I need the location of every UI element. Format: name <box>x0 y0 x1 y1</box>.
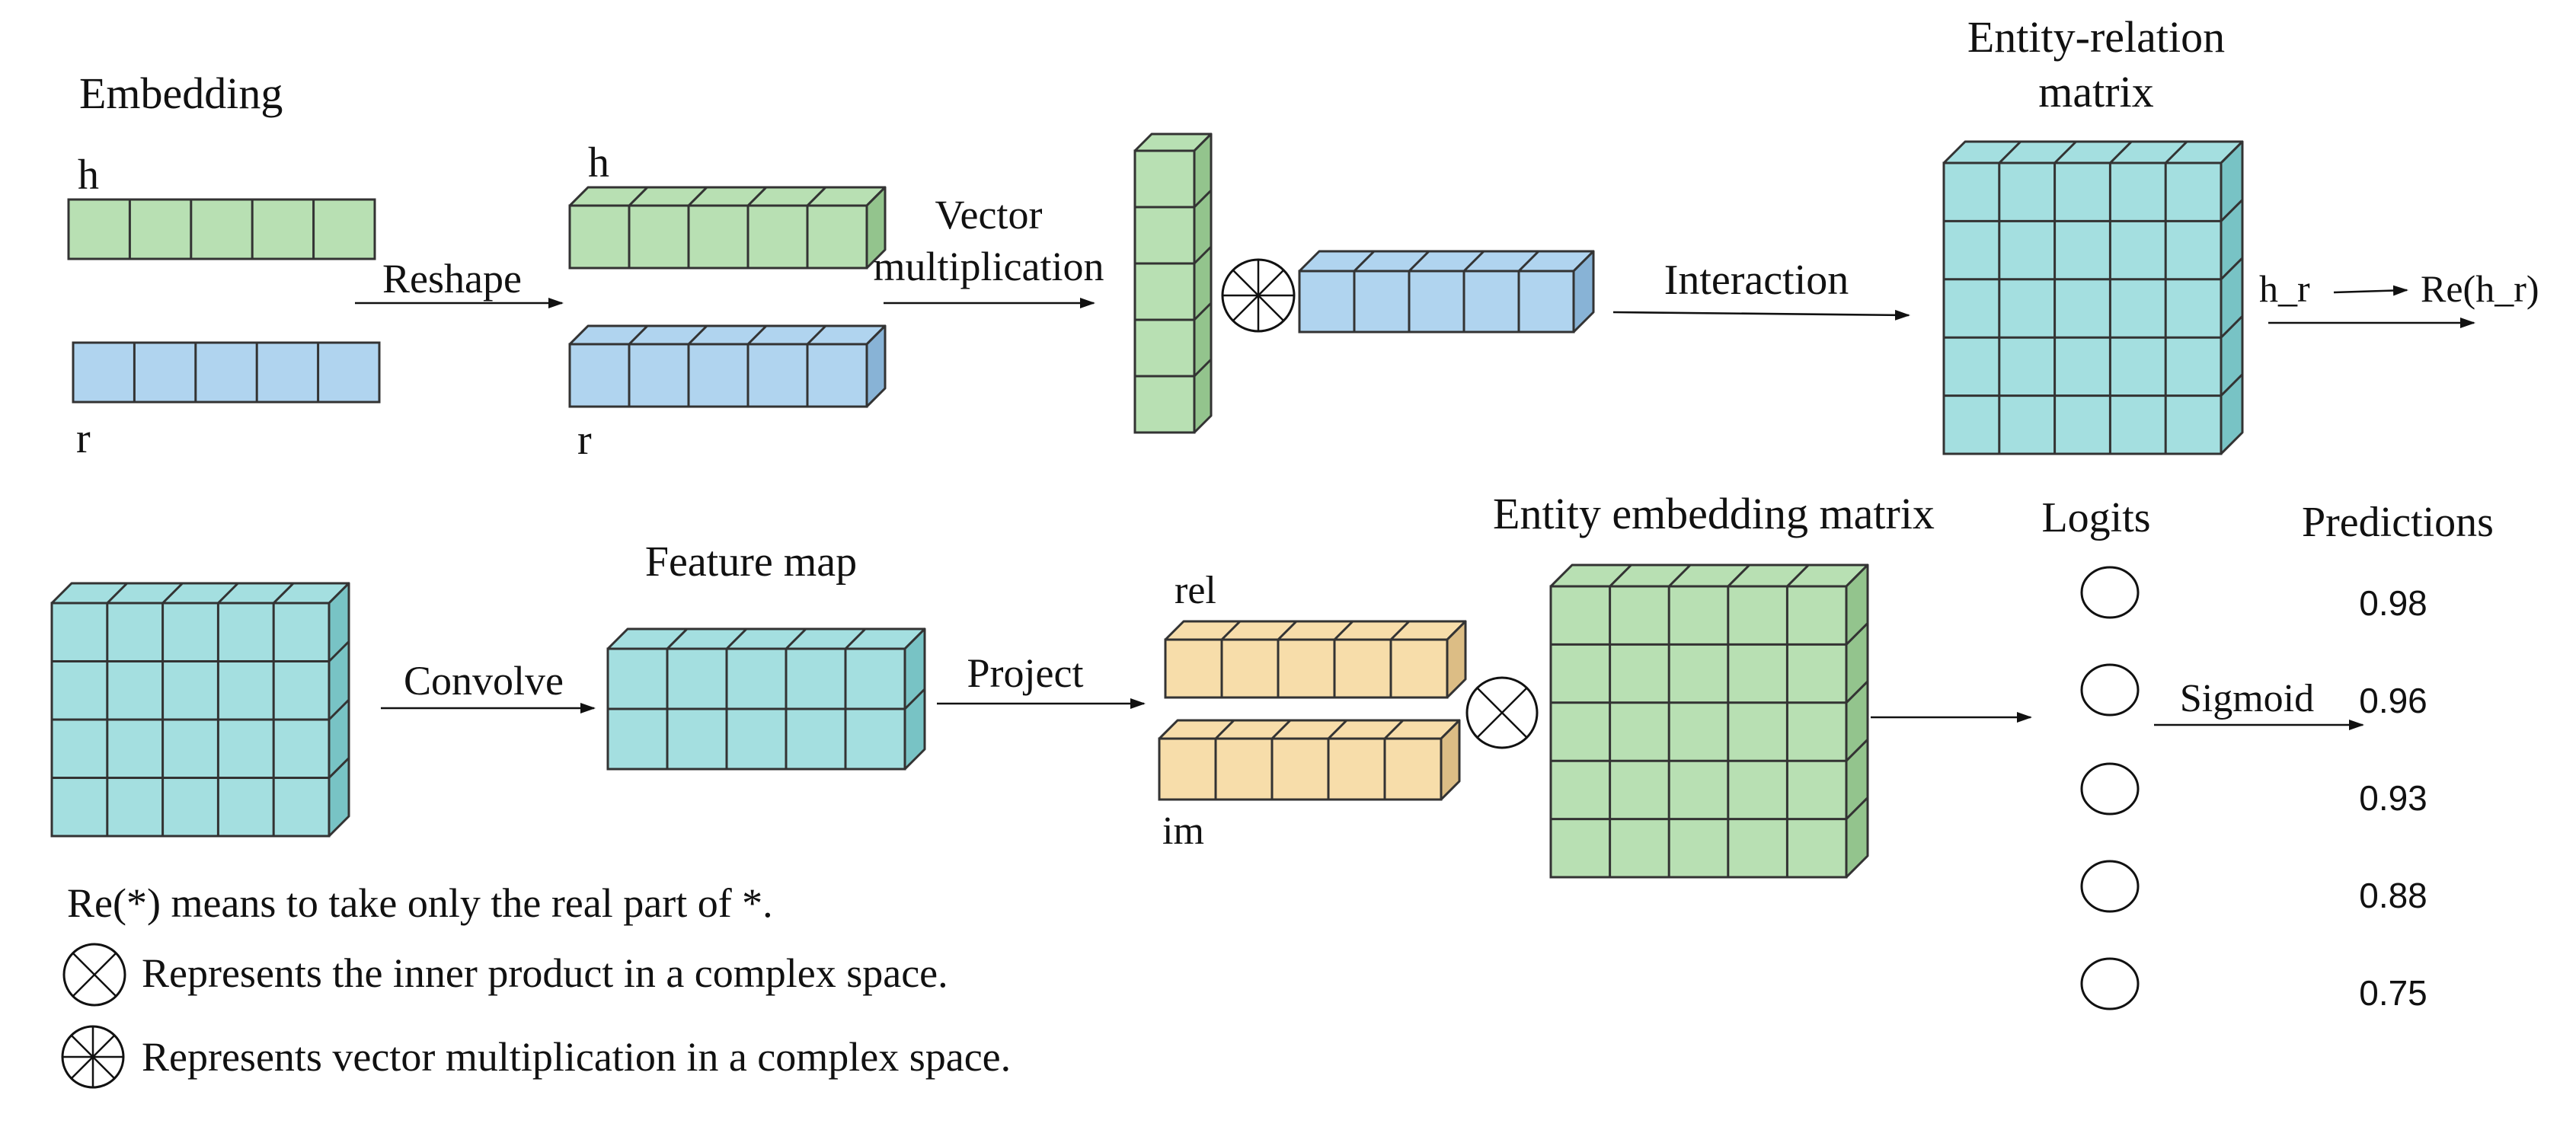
r-row-vector <box>1298 250 1595 334</box>
logits-column <box>2080 566 2140 1010</box>
r-reshaped-block <box>568 324 887 408</box>
feature-map-label: Feature map <box>645 538 857 586</box>
embedding-label: Embedding <box>79 69 283 118</box>
entity-embedding-matrix <box>1549 563 1869 879</box>
vector-multiplication-operator-icon <box>1221 258 1296 333</box>
prediction-value: 0.75 <box>2359 973 2427 1013</box>
logit-node <box>2080 663 2140 717</box>
entity-relation-matrix <box>1942 140 2244 455</box>
inner-product-legend-icon <box>62 943 126 1007</box>
h-r-label: h_r <box>2259 267 2310 310</box>
interaction-label: Interaction <box>1664 257 1849 304</box>
logit-node <box>2080 566 2140 619</box>
legend-vector-mult-text: Represents vector multiplication in a co… <box>142 1034 1011 1080</box>
logit-node <box>2080 762 2140 816</box>
h-reshaped-label: h <box>588 139 609 187</box>
h-embedding-vector <box>67 198 376 260</box>
h-reshaped-block <box>568 186 887 270</box>
h-column-vector <box>1133 132 1213 434</box>
vector-label: Vector <box>935 192 1043 238</box>
convolve-label: Convolve <box>404 658 564 704</box>
re-h-r-label: Re(h_r) <box>2421 267 2539 310</box>
project-label: Project <box>967 650 1084 696</box>
h-r-arrow <box>2333 285 2408 296</box>
interaction-arrow <box>1612 309 1910 321</box>
block-layer <box>50 132 2244 879</box>
rel-block <box>1164 620 1467 699</box>
input-matrix-block <box>50 582 350 838</box>
feature-map-block <box>606 627 926 771</box>
reshape-label: Reshape <box>382 256 522 302</box>
entity-relation-label-line2: matrix <box>2038 67 2153 117</box>
entity-relation-label-line1: Entity-relation <box>1967 12 2225 62</box>
legend: Re(*) means to take only the real part o… <box>61 880 1011 1089</box>
r-reshaped-label: r <box>577 417 592 464</box>
logit-node <box>2080 957 2140 1010</box>
multiplication-label: multiplication <box>874 244 1104 289</box>
rel-label: rel <box>1175 569 1216 612</box>
vector-multiplication-legend-icon <box>61 1025 125 1089</box>
entity-embedding-matrix-label: Entity embedding matrix <box>1493 489 1935 538</box>
im-block <box>1158 719 1461 801</box>
predictions-label: Predictions <box>2302 499 2494 546</box>
inner-product-operator-icon <box>1465 676 1539 749</box>
r-input-label: r <box>76 415 91 462</box>
im-label: im <box>1162 809 1204 853</box>
prediction-value: 0.98 <box>2359 583 2427 623</box>
legend-inner-product-text: Represents the inner product in a comple… <box>142 950 948 996</box>
prediction-value: 0.88 <box>2359 876 2427 915</box>
sigmoid-label: Sigmoid <box>2180 677 2314 720</box>
logits-label: Logits <box>2041 494 2150 541</box>
r-embedding-vector <box>72 341 381 404</box>
prediction-value: 0.93 <box>2359 778 2427 818</box>
logit-node <box>2080 860 2140 913</box>
legend-re-note: Re(*) means to take only the real part o… <box>67 880 773 926</box>
h-input-label: h <box>78 152 99 199</box>
prediction-value: 0.96 <box>2359 681 2427 720</box>
